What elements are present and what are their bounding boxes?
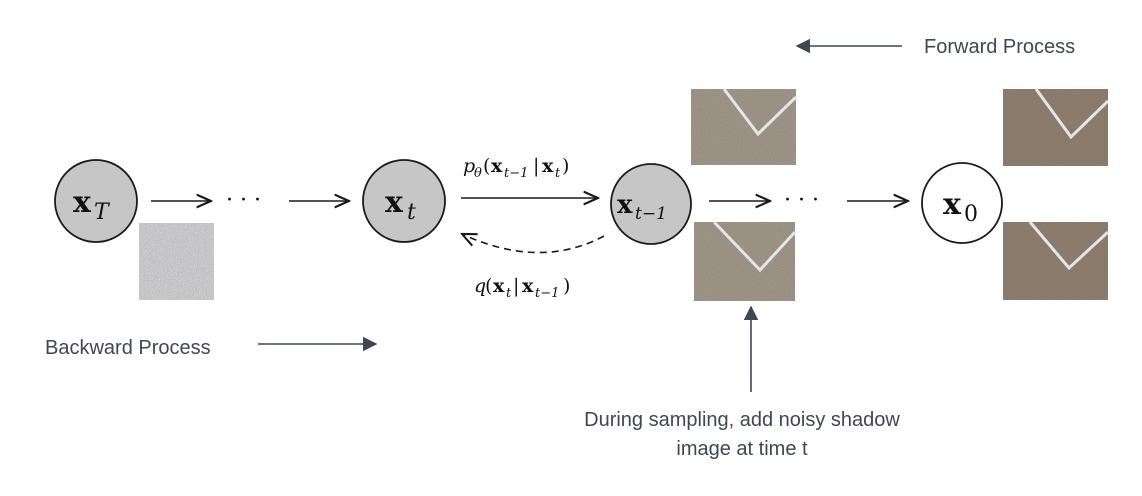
formula-p-close: ) (562, 155, 569, 177)
formula-q-close: ) (563, 275, 570, 297)
ellipsis-right: · · · (784, 188, 819, 213)
node-xT-circle (54, 159, 138, 243)
noisy-shadow-image-bottom (694, 220, 797, 301)
formula-p-open: ( (483, 155, 490, 177)
noisy-shadow-image-top (691, 88, 798, 165)
formula-q-bsub: t−1 (535, 286, 559, 301)
dashed-arrow-xtm1-xt (462, 234, 605, 254)
node-xt-sub: t (407, 200, 416, 225)
node-xt-base: x (385, 185, 404, 220)
forward-process-label: Forward Process (924, 36, 1075, 58)
formula-q-open: ( (485, 275, 492, 297)
node-xt-circle (362, 159, 446, 243)
formula-q-fn: q (474, 275, 486, 297)
formula-p-bsub: t (555, 166, 561, 181)
noise-image-xT (139, 223, 214, 300)
formula-q-a: x (493, 275, 505, 297)
ellipsis-left: · · · (226, 188, 261, 213)
formula-p-fnsub: θ (474, 166, 482, 181)
node-xT-base: x (73, 185, 92, 220)
formula-p-theta: p θ ( x t−1 | x t ) (463, 155, 569, 181)
node-xtm1-circle (610, 163, 692, 245)
node-xt: x t (362, 159, 446, 243)
formula-p-a: x (491, 155, 503, 177)
sampling-note-line2: image at time t (676, 438, 808, 460)
formula-p-b: x (542, 155, 554, 177)
formula-q: q ( x t | x t−1 ) (474, 275, 570, 301)
node-x0-sub: 0 (964, 202, 978, 227)
backward-process-label: Backward Process (45, 337, 211, 359)
clean-image-top (1003, 88, 1110, 166)
formula-q-asub: t (506, 286, 512, 301)
formula-p-fn: p (463, 155, 475, 177)
node-xT-sub: T (94, 200, 111, 225)
node-x0: x 0 (921, 162, 1003, 244)
node-xT: x T (54, 159, 138, 243)
node-xtm1-sub: t−1 (635, 204, 667, 224)
sampling-note-line1: During sampling, add noisy shadow (584, 409, 900, 431)
node-xtm1-base: x (617, 190, 633, 220)
formula-p-bar: | (533, 155, 539, 177)
formula-q-bar: | (513, 275, 519, 297)
forward-process-label-group: Forward Process (795, 36, 1075, 58)
node-xtm1: x t−1 (610, 163, 692, 245)
backward-process-label-group: Backward Process (45, 336, 378, 359)
node-x0-circle (921, 162, 1003, 244)
node-x0-base: x (943, 187, 962, 222)
formula-q-b: x (522, 275, 534, 297)
clean-image-bottom (1003, 221, 1110, 300)
formula-p-asub: t−1 (504, 166, 528, 181)
